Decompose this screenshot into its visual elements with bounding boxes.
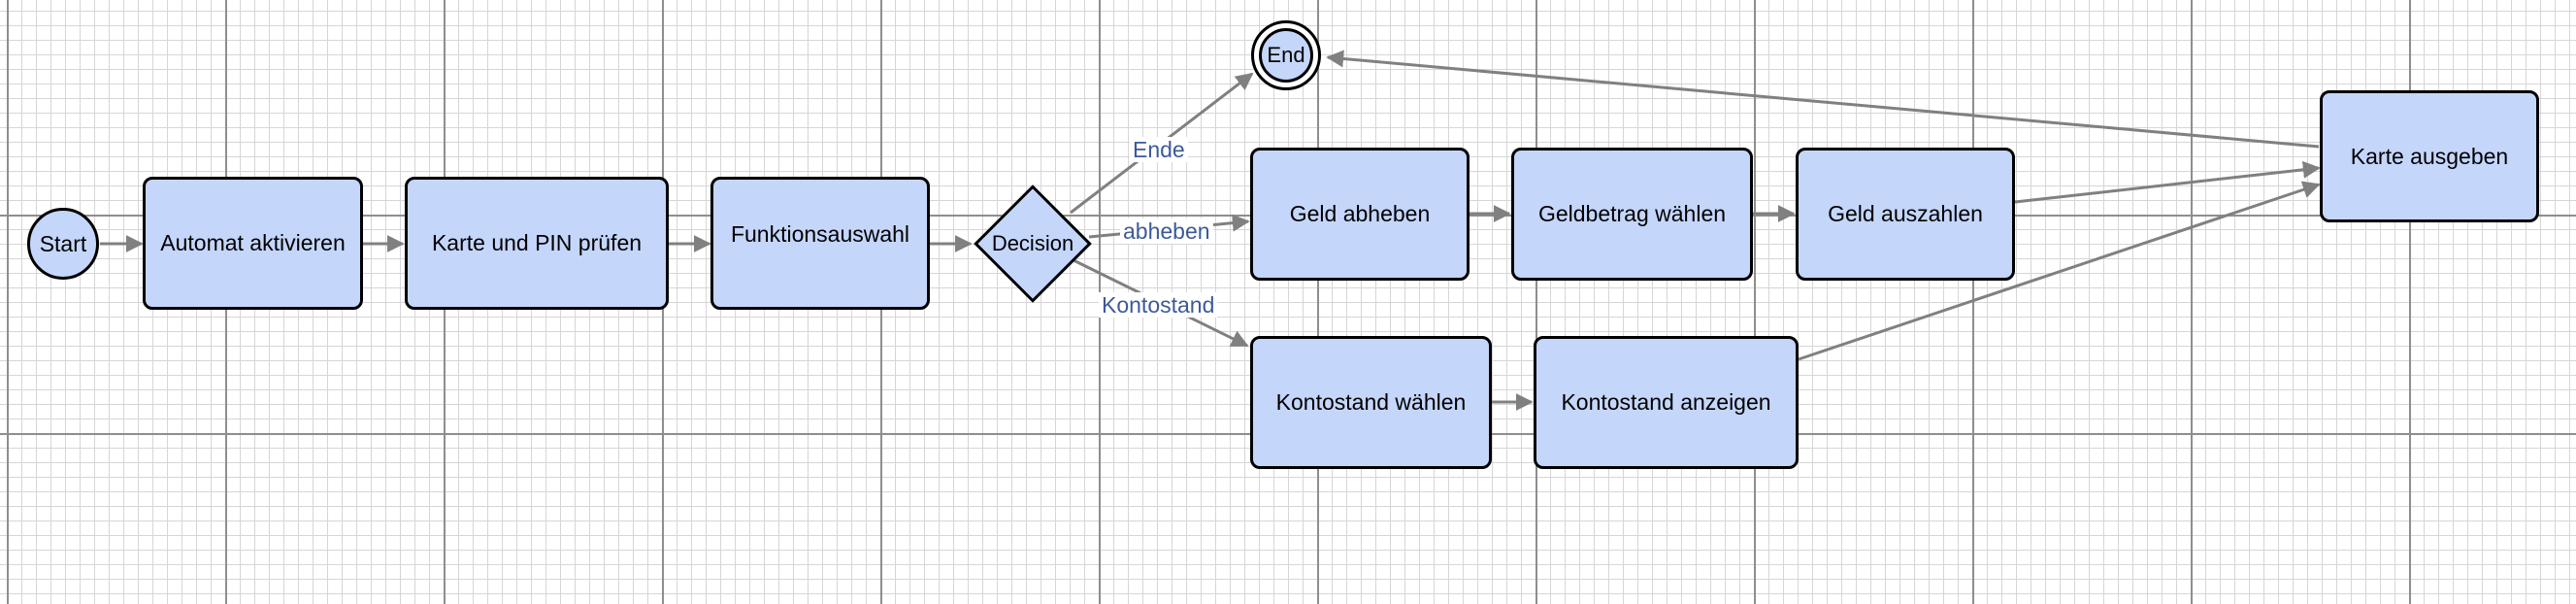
karte-pin-pruefen-node[interactable]: Karte und PIN prüfen	[405, 177, 669, 310]
funktionsauswahl-node[interactable]: Funktionsauswahl	[710, 177, 930, 310]
start-node[interactable]: Start	[27, 208, 99, 280]
edge-label-kontostand: Kontostand	[1099, 292, 1218, 318]
automat-aktivieren-node[interactable]: Automat aktivieren	[143, 177, 363, 310]
edge-karte-ausgeben-end	[1326, 50, 2320, 149]
edge-auszahlen-karte-ausgeben	[2014, 160, 2321, 204]
decision-node[interactable]: Decision	[974, 185, 1092, 303]
geld-auszahlen-node[interactable]: Geld auszahlen	[1796, 148, 2015, 281]
decision-label: Decision	[991, 231, 1074, 255]
geldbetrag-waehlen-node[interactable]: Geldbetrag wählen	[1511, 148, 1753, 281]
edge-anzeigen-karte-ausgeben	[1798, 181, 2321, 361]
karte-ausgeben-node[interactable]: Karte ausgeben	[2320, 90, 2539, 222]
edge-label-abheben: abheben	[1120, 218, 1213, 244]
kontostand-waehlen-node[interactable]: Kontostand wählen	[1250, 336, 1492, 469]
end-label: End	[1259, 28, 1313, 83]
edge-label-ende: Ende	[1130, 137, 1188, 162]
kontostand-anzeigen-node[interactable]: Kontostand anzeigen	[1534, 336, 1799, 469]
end-node[interactable]: End	[1251, 20, 1321, 90]
geld-abheben-node[interactable]: Geld abheben	[1250, 148, 1470, 281]
